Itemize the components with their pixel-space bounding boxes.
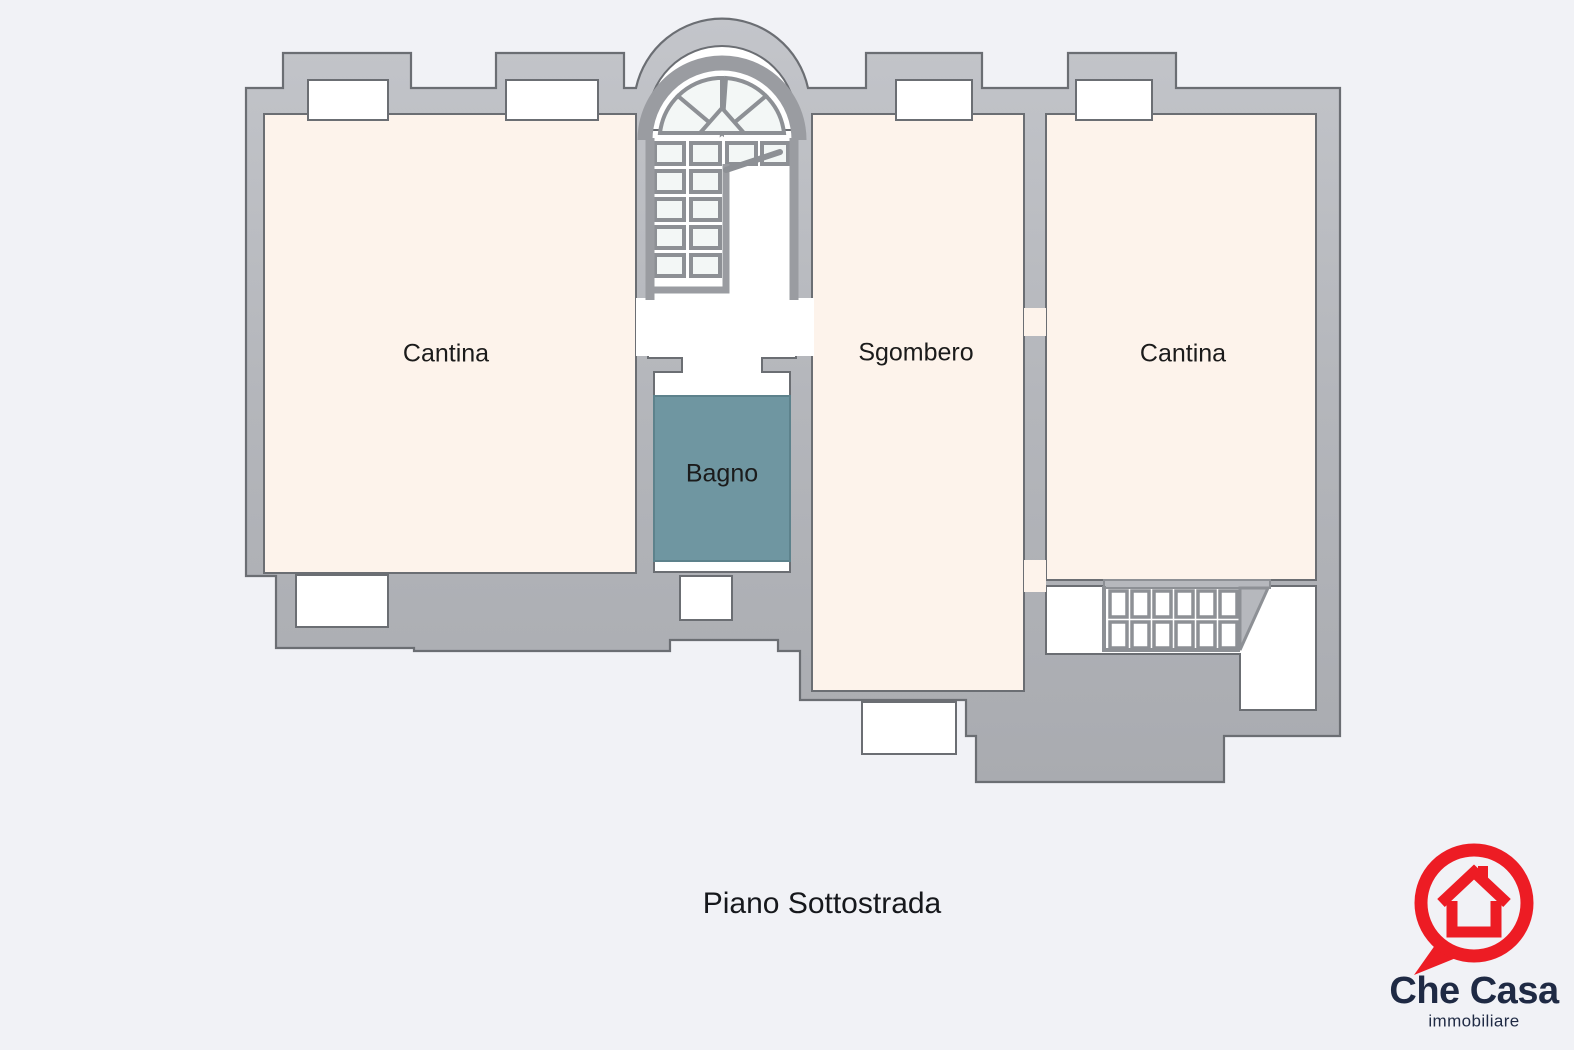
window-bottom-left — [295, 574, 389, 628]
house-icon — [1437, 864, 1511, 938]
secondary-staircase-stringer — [1102, 586, 1240, 652]
room-label-bagno: Bagno — [686, 460, 758, 488]
main-staircase — [637, 55, 807, 300]
room-label-cantina-right: Cantina — [1140, 340, 1226, 368]
window-bottom-bagno — [679, 575, 733, 621]
window-top-left-1 — [307, 79, 389, 121]
staircase-winder-treads — [657, 75, 787, 138]
window-top-mid — [895, 79, 973, 121]
wall-structure — [244, 17, 1342, 784]
logo-subtitle: immobiliare — [1428, 1011, 1519, 1030]
secondary-staircase-winder — [1238, 586, 1271, 651]
room-label-sgombero: Sgombero — [858, 339, 973, 367]
logo-title: Che Casa — [1389, 970, 1560, 1012]
floor-caption: Piano Sottostrada — [703, 887, 942, 920]
room-cantina-left-floor — [263, 113, 637, 574]
secondary-staircase — [1102, 579, 1271, 652]
che-casa-logo[interactable]: Che Casa immobiliare — [1389, 843, 1560, 1030]
doorway-sgombero-cantina-lower — [1024, 560, 1046, 592]
staircase-well-edge — [650, 164, 730, 294]
secondary-staircase-beam — [1103, 579, 1271, 589]
staircase-direction-line — [723, 149, 783, 173]
logo-ring-icon — [1414, 843, 1534, 963]
window-group — [295, 79, 1153, 755]
room-label-cantina-left: Cantina — [403, 340, 489, 368]
doorway-sgombero-cantina-upper — [1024, 308, 1046, 336]
window-top-left-2 — [505, 79, 599, 121]
room-labels: Cantina Bagno Sgombero Cantina — [403, 339, 1226, 488]
room-bagno-floor — [653, 395, 791, 562]
doorway-cantina-left-hall — [636, 298, 650, 356]
staircase-arch-ring — [637, 55, 807, 141]
logo-chimney-icon — [1478, 866, 1488, 879]
staircase-stringer — [645, 138, 799, 300]
window-bottom-sgombero — [861, 701, 957, 755]
room-cantina-right-floor — [1045, 113, 1317, 581]
window-top-right — [1075, 79, 1153, 121]
room-sgombero-floor — [811, 113, 1025, 692]
doorway-hall-sgombero — [794, 298, 814, 356]
